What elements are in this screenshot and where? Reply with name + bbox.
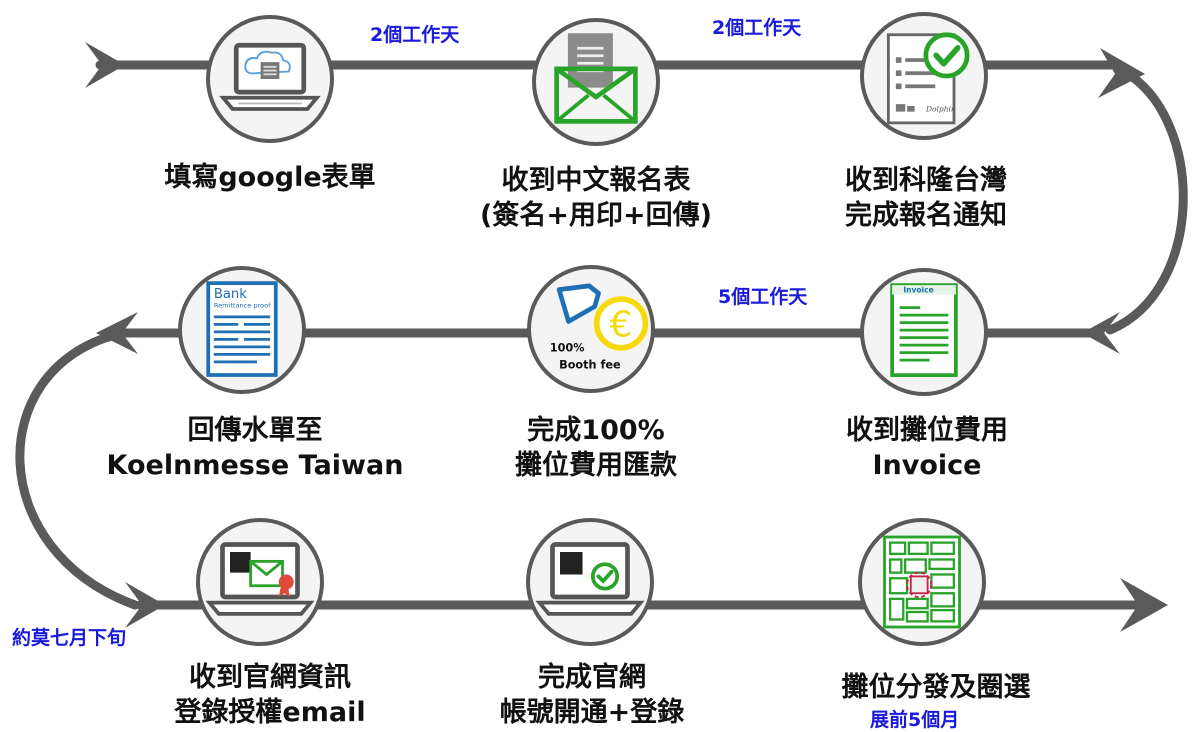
step-label-line: 完成官網 xyxy=(538,662,646,693)
invoice-header-text: Invoice xyxy=(903,286,933,295)
step-label-line: Koelnmesse Taiwan xyxy=(106,450,404,481)
right-arrowhead-icon xyxy=(1098,48,1145,98)
step-label-line: 完成100% xyxy=(527,415,665,446)
step-label-line: 攤位費用匯款 xyxy=(515,450,677,481)
duration-note-step1: 2個工作天 xyxy=(370,24,460,46)
step-circle-booth-payment: € 100% Booth fee xyxy=(527,265,655,393)
step-circle-booth-allocation xyxy=(858,518,986,646)
step-label-line: 填寫google表單 xyxy=(164,162,376,193)
step-label-line: 回傳水單至 xyxy=(187,415,323,446)
step-circle-google-form xyxy=(206,15,334,143)
bank-remittance-proof-icon: Bank Remittance proof xyxy=(206,281,278,377)
step-circle-chinese-form xyxy=(532,18,660,146)
step-label-account-activation: 完成官網 帳號開通+登錄 xyxy=(500,660,685,730)
step-label-line: 登錄授權email xyxy=(174,697,366,728)
step-circle-account-activation xyxy=(526,518,654,646)
start-chevron-icon xyxy=(85,42,125,88)
duration-note-step2: 2個工作天 xyxy=(712,17,802,39)
row2-arrowhead-icon xyxy=(1082,312,1120,354)
step-label-line: (簽名+用印+回傳) xyxy=(480,200,712,231)
step-label-booth-payment: 完成100% 攤位費用匯款 xyxy=(515,413,677,483)
right-curve-connector xyxy=(1105,67,1188,335)
laptop-cloud-form-icon xyxy=(219,42,321,111)
step-label-google-form: 填寫google表單 xyxy=(164,160,375,195)
step-label-line: 收到攤位費用 xyxy=(846,415,1008,446)
payment-hand-euro-icon: € 100% Booth fee xyxy=(550,283,649,371)
timing-note-five-months: 展前5個月 xyxy=(870,709,960,731)
checklist-approved-icon: Dolphin xyxy=(886,32,970,125)
step-label-invoice: 收到攤位費用 Invoice xyxy=(846,413,1008,483)
duration-note-step4: 5個工作天 xyxy=(718,286,808,308)
end-arrowhead-icon xyxy=(1120,578,1168,632)
laptop-account-check-icon xyxy=(535,542,645,616)
step-label-line: 完成報名通知 xyxy=(845,200,1007,231)
step-circle-bank-remittance: Bank Remittance proof xyxy=(178,266,306,394)
envelope-document-icon xyxy=(554,33,638,124)
invoice-document-icon: Invoice xyxy=(890,283,958,377)
left-arrowhead-icon xyxy=(96,312,138,354)
step-label-line: 收到中文報名表 xyxy=(501,165,691,196)
step-label-line: 帳號開通+登錄 xyxy=(499,697,685,728)
dolphin-stamp: Dolphin xyxy=(925,105,956,114)
booth-badge-label: Booth fee xyxy=(559,358,621,371)
laptop-email-authorization-icon xyxy=(205,542,315,616)
remittance-subtitle: Remittance proof xyxy=(214,302,271,310)
step-circle-official-site-email xyxy=(196,518,324,646)
row3-arrowhead-icon xyxy=(125,582,165,628)
left-curve-connector xyxy=(15,330,140,610)
step-circle-registration-notice: Dolphin xyxy=(860,12,988,140)
step-label-official-site-email: 收到官網資訊 登錄授權email xyxy=(174,660,365,730)
booth-badge-percent: 100% xyxy=(550,342,585,355)
booth-floor-plan-icon xyxy=(883,535,961,629)
step-label-line: 收到科隆台灣 xyxy=(845,165,1007,196)
timing-note-july: 約莫七月下旬 xyxy=(12,627,127,649)
step-label-line: 攤位分發及圈選 xyxy=(841,672,1031,703)
step-circle-invoice: Invoice xyxy=(860,268,988,396)
bank-title: Bank xyxy=(214,287,247,302)
step-label-line: 收到官網資訊 xyxy=(189,662,351,693)
step-label-booth-allocation: 攤位分發及圈選 xyxy=(842,670,1031,705)
step-label-bank-remittance: 回傳水單至 Koelnmesse Taiwan xyxy=(107,413,404,483)
step-label-registration-notice: 收到科隆台灣 完成報名通知 xyxy=(845,163,1007,233)
step-label-line: Invoice xyxy=(872,450,982,481)
step-label-chinese-form: 收到中文報名表 (簽名+用印+回傳) xyxy=(480,163,712,233)
euro-symbol: € xyxy=(610,305,633,346)
